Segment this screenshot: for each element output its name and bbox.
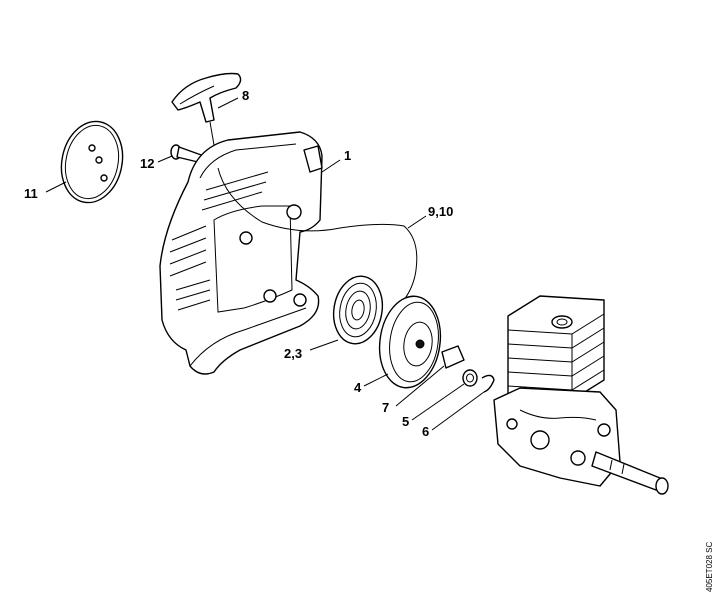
callout-1: 1 [344, 148, 351, 163]
callout-12: 12 [140, 156, 154, 171]
cover-disc-part [60, 120, 124, 204]
pawl-part [441, 345, 465, 369]
starter-rope-part [217, 167, 418, 301]
callout-6: 6 [422, 424, 429, 439]
callout-8: 8 [242, 88, 249, 103]
washer-part [462, 369, 478, 387]
spring-clip-part [481, 374, 495, 393]
callout-4: 4 [354, 380, 362, 395]
rewind-spring-part [332, 275, 384, 345]
fan-housing-part [159, 131, 323, 375]
drawing-reference: 405ET028 SC [705, 542, 714, 592]
engine-assembly [493, 295, 669, 495]
callout-2-3: 2,3 [284, 346, 302, 361]
leader-lines [45, 97, 485, 431]
callout-9-10: 9,10 [428, 204, 453, 219]
callout-5: 5 [402, 414, 409, 429]
callout-7: 7 [382, 400, 389, 415]
callout-11: 11 [24, 186, 38, 201]
rope-rotor-part [378, 295, 442, 389]
